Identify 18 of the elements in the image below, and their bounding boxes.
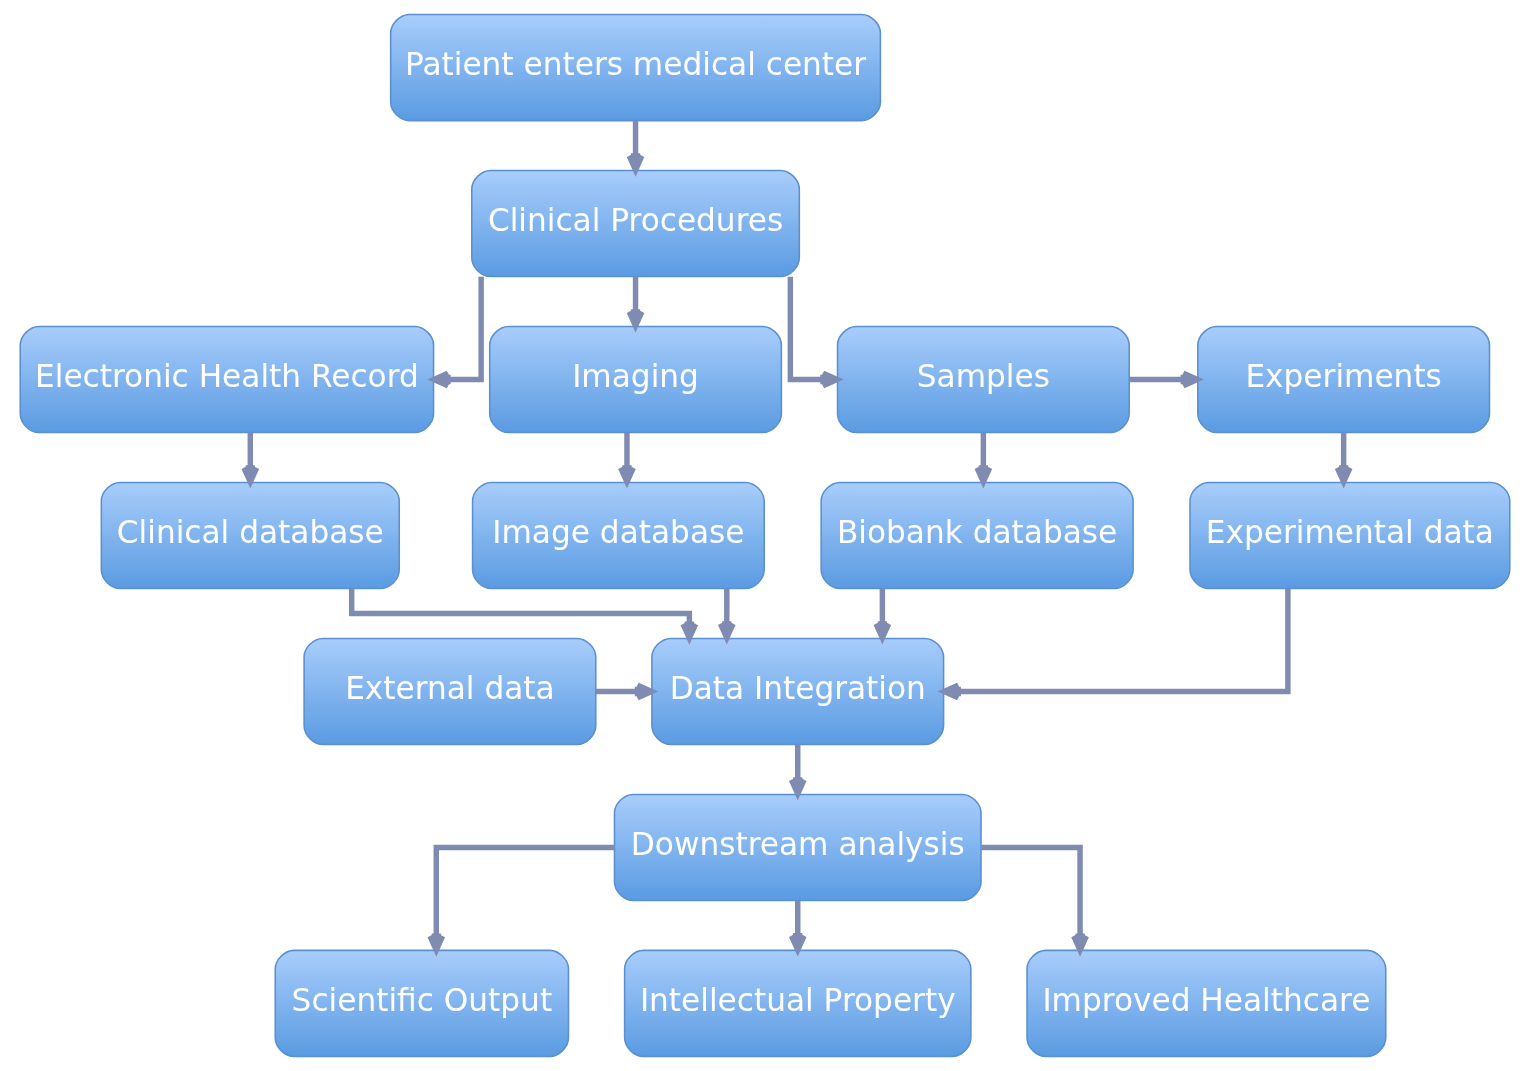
node-box: Patient enters medical center xyxy=(389,13,882,122)
node-box: Improved Healthcare xyxy=(1026,949,1387,1058)
node-box: Biobank database xyxy=(820,481,1134,590)
arrow xyxy=(595,682,655,701)
node-box: Clinical database xyxy=(100,481,401,590)
node-box: Downstream analysis xyxy=(613,793,982,902)
node-box: Experimental data xyxy=(1189,481,1511,590)
node-box: Scientific Output xyxy=(274,949,570,1058)
node-box: Electronic Health Record xyxy=(19,325,435,434)
node-box: Experiments xyxy=(1197,325,1491,434)
node-box: Intellectual Property xyxy=(623,949,972,1058)
node-box: External data xyxy=(303,637,597,746)
node-box: Samples xyxy=(836,325,1130,434)
node-box: Imaging xyxy=(488,325,783,434)
node-box: Clinical Procedures xyxy=(471,169,801,278)
arrow xyxy=(1129,370,1201,389)
node-box: Data Integration xyxy=(651,637,945,746)
node-box: Image database xyxy=(471,481,765,590)
